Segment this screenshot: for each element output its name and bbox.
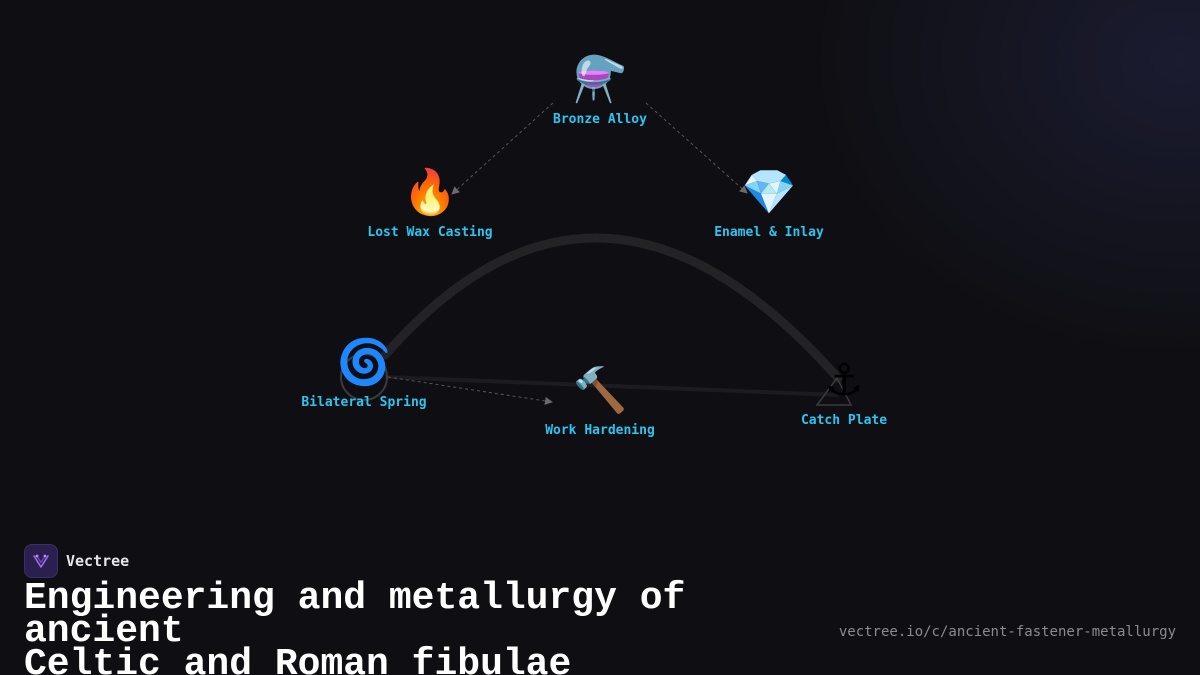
brand[interactable]: Vectree <box>24 544 129 578</box>
node-label: Bilateral Spring <box>301 395 427 410</box>
node-bilateral-spring[interactable]: 🌀 Bilateral Spring <box>254 337 474 410</box>
page-title: Engineering and metallurgy of ancient Ce… <box>24 580 844 675</box>
edge-spring-to-catch-plate <box>384 375 839 397</box>
title-line-2: Celtic and Roman fibulae <box>24 643 572 675</box>
catch-plate-triangle <box>815 376 853 406</box>
node-work-hardening[interactable]: 🔨 Work Hardening <box>490 365 710 438</box>
vectree-logo-icon <box>24 544 58 578</box>
hammer-icon: 🔨 <box>572 365 628 416</box>
edge-spring-to-work-hardening <box>387 376 553 405</box>
edge-bronze-to-lost-wax <box>451 102 554 195</box>
title-line-1: Engineering and metallurgy of ancient <box>24 577 686 653</box>
node-catch-plate[interactable]: ⚓ Catch Plate <box>734 355 954 428</box>
node-label: Bronze Alloy <box>553 112 647 127</box>
edge-bronze-to-enamel <box>645 102 748 194</box>
node-enamel-inlay[interactable]: 💎 Enamel & Inlay <box>659 167 879 240</box>
edge-arc-spring-to-catch-plate <box>380 233 843 383</box>
node-label: Work Hardening <box>545 423 655 438</box>
bilateral-spring-ring <box>340 353 388 401</box>
node-lost-wax-casting[interactable]: 🔥 Lost Wax Casting <box>320 167 540 240</box>
node-label: Lost Wax Casting <box>367 225 493 240</box>
fire-icon: 🔥 <box>402 167 458 218</box>
flask-icon: ⚗️ <box>572 54 628 105</box>
anchor-icon: ⚓ <box>824 355 864 406</box>
node-label: Catch Plate <box>800 413 888 428</box>
node-bronze-alloy[interactable]: ⚗️ Bronze Alloy <box>490 54 710 127</box>
gem-icon: 💎 <box>741 167 797 218</box>
spiral-icon: 🌀 <box>336 337 392 388</box>
brand-name: Vectree <box>66 552 130 570</box>
source-url[interactable]: vectree.io/c/ancient-fastener-metallurgy <box>838 624 1176 640</box>
node-label: Enamel & Inlay <box>714 225 824 240</box>
